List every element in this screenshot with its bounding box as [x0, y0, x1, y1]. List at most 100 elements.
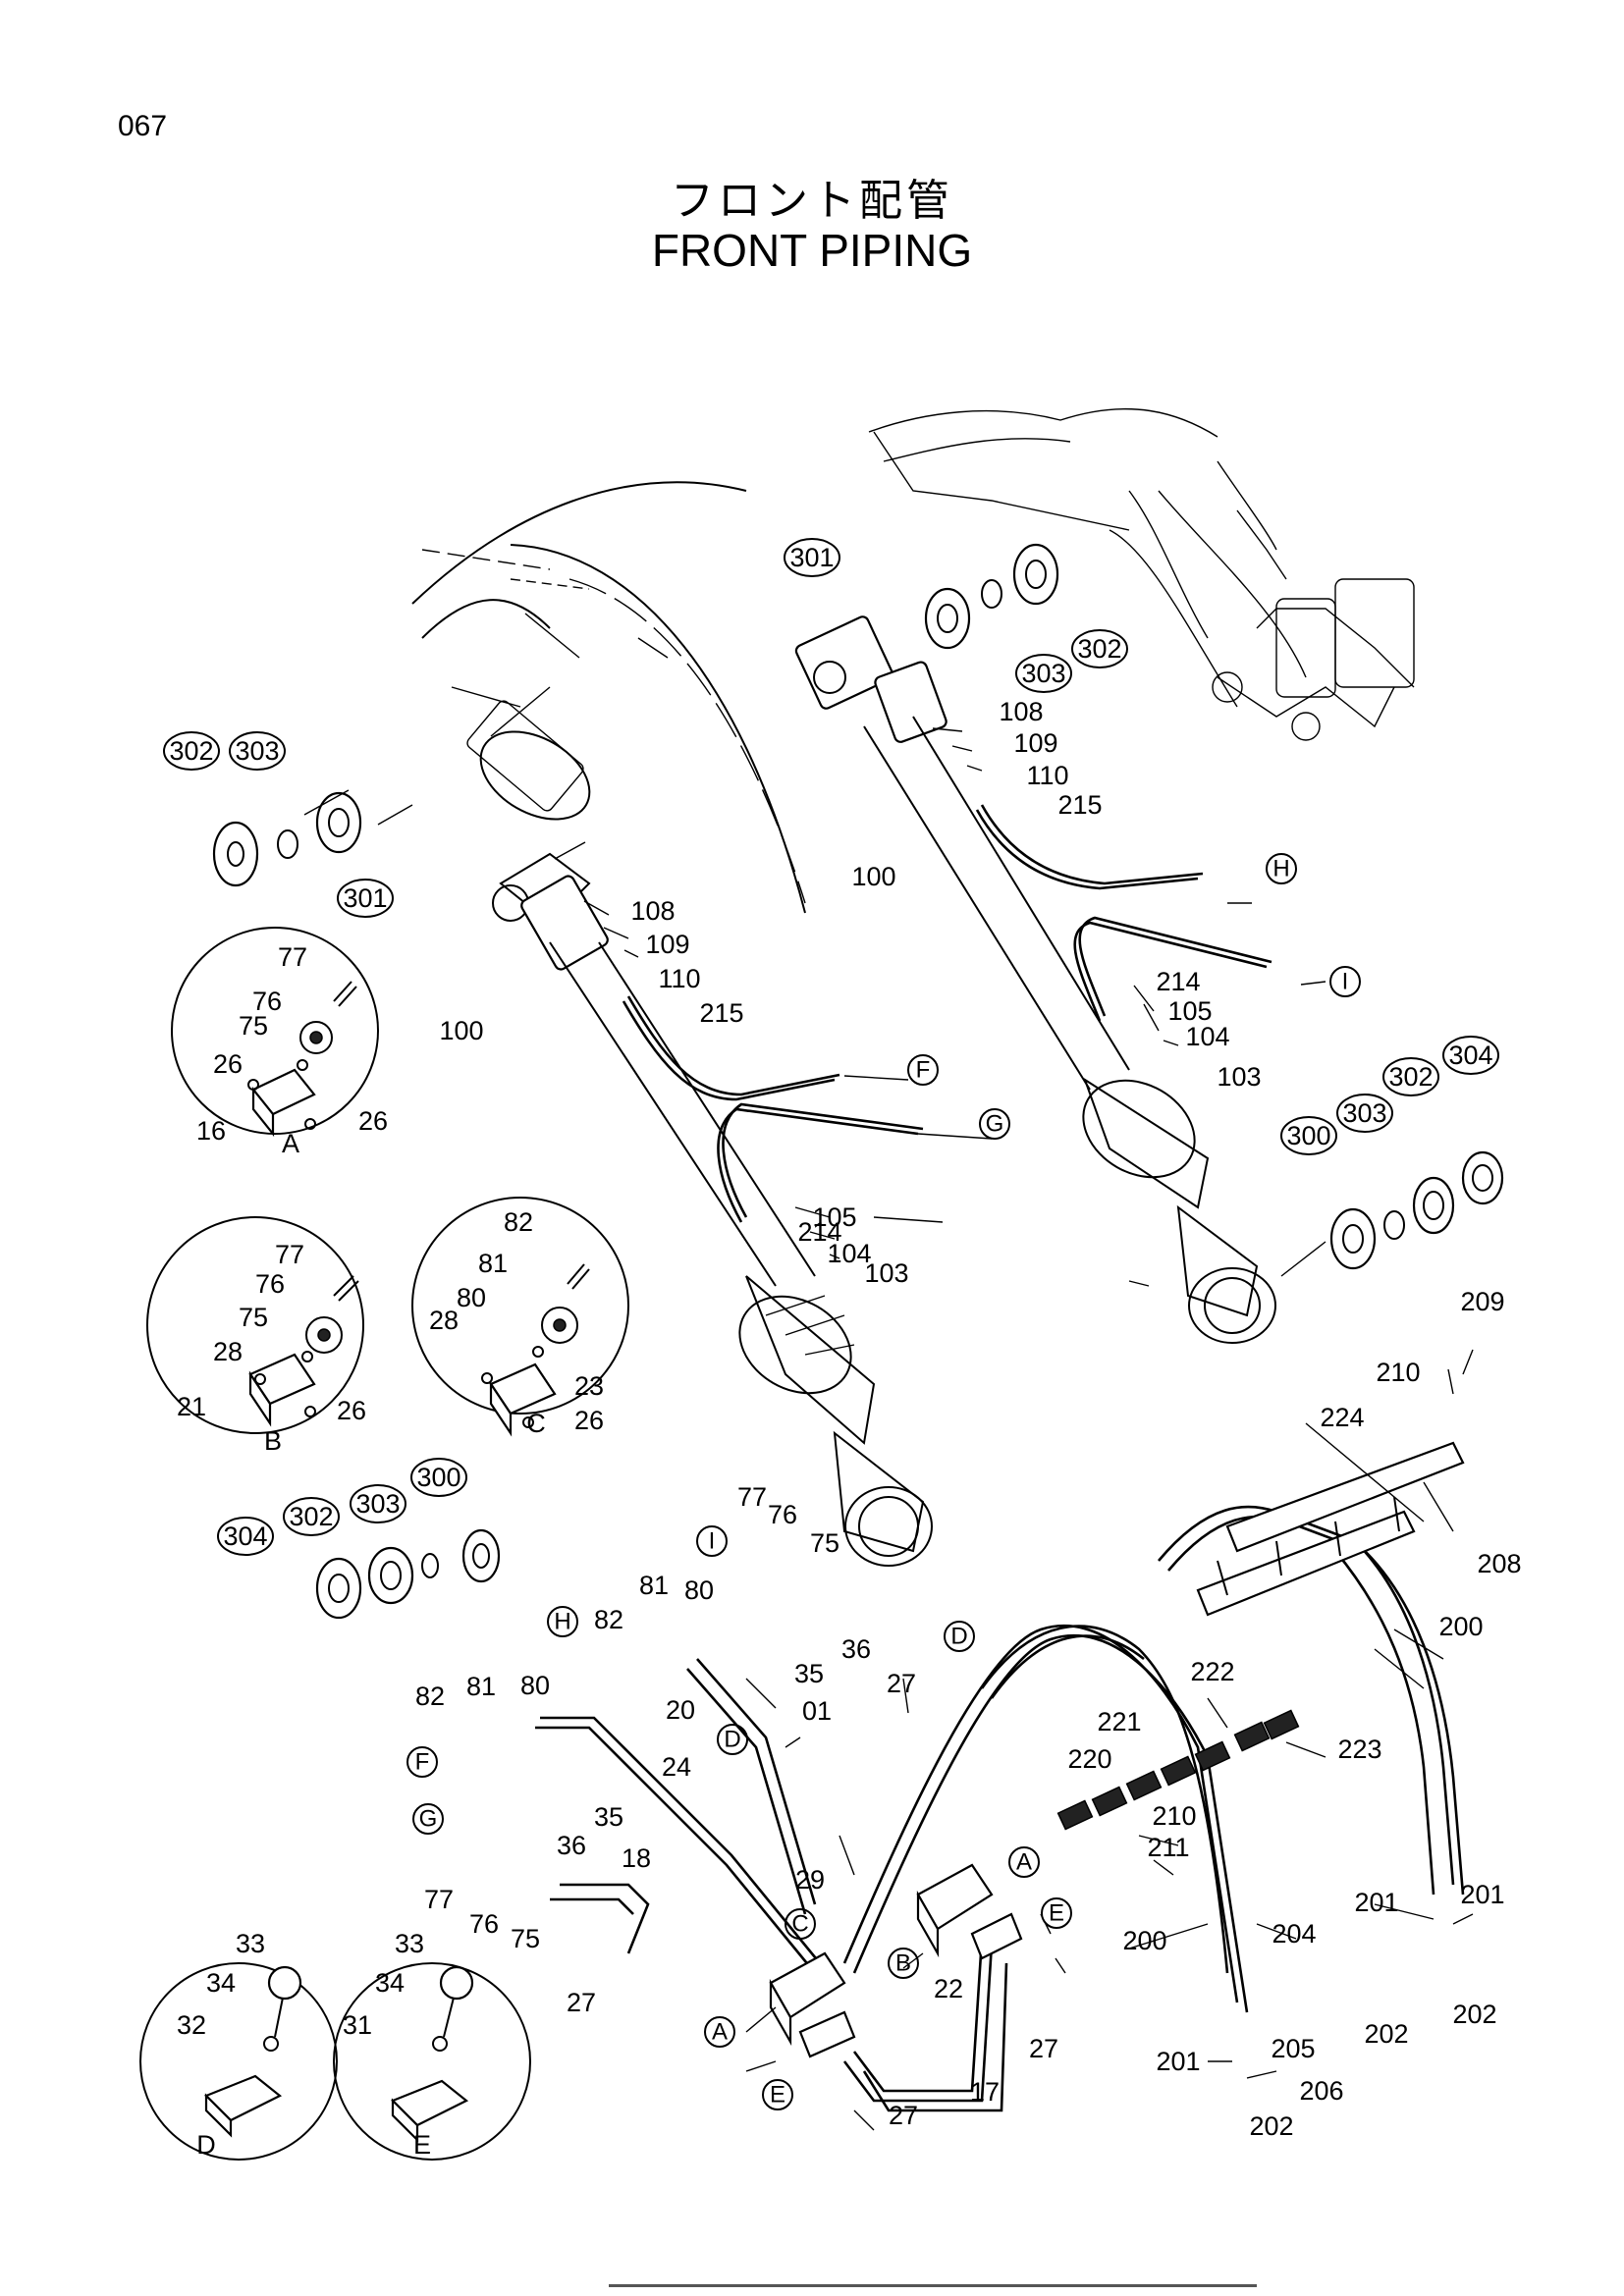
part-number-label: 82: [415, 1682, 445, 1711]
circled-part-oval: [350, 1484, 406, 1523]
part-number-label: 27: [887, 1669, 916, 1698]
part-number-label: 26: [574, 1406, 604, 1435]
circled-part-label: 302: [1388, 1062, 1433, 1092]
part-number-label: 36: [557, 1831, 586, 1860]
connection-tag-circle: [1008, 1846, 1040, 1878]
circled-part-label: 301: [343, 883, 387, 913]
circled-part-label: 300: [1286, 1121, 1330, 1150]
circled-part-oval: [410, 1458, 467, 1497]
part-number-label: 221: [1097, 1707, 1141, 1736]
part-number-label: 105: [1167, 996, 1212, 1026]
circled-part-oval: [1015, 654, 1072, 693]
part-number-label: 224: [1320, 1403, 1364, 1432]
part-number-label: 104: [827, 1239, 871, 1268]
part-number-label: 211: [1147, 1833, 1189, 1862]
part-number-label: 76: [255, 1269, 285, 1299]
part-number-labels: 1001081091102152141051041031001081091102…: [177, 697, 1522, 2141]
part-number-label: 23: [574, 1371, 604, 1401]
part-number-label: 82: [594, 1605, 623, 1634]
part-number-label: 222: [1190, 1657, 1234, 1686]
connection-tag-label: A: [1016, 1849, 1032, 1876]
circled-part-oval: [1442, 1036, 1499, 1075]
connection-tag-label: D: [950, 1624, 967, 1650]
part-number-label: 110: [1026, 761, 1068, 790]
connection-tag-label: I: [709, 1528, 716, 1555]
detail-circle-b: [146, 1216, 364, 1434]
part-number-label: 215: [1057, 790, 1102, 820]
circled-part-oval: [784, 538, 840, 577]
part-number-label: 22: [934, 1974, 963, 2003]
circled-part-label: 301: [789, 543, 834, 572]
circled-part-oval: [229, 731, 286, 771]
part-number-label: 214: [797, 1217, 841, 1247]
part-number-label: 34: [375, 1968, 405, 1998]
part-number-label: 200: [1438, 1612, 1483, 1641]
connection-tag-circle: [412, 1803, 444, 1835]
detail-view-label: B: [264, 1426, 282, 1456]
part-number-label: 103: [864, 1258, 908, 1288]
part-number-label: 202: [1249, 2111, 1293, 2141]
part-number-label: 100: [851, 862, 895, 891]
circled-part-oval: [217, 1517, 274, 1556]
page-title-english: FRONT PIPING: [651, 225, 973, 276]
connection-tag-circle: [1041, 1897, 1072, 1929]
circled-part-label: 302: [169, 736, 213, 766]
part-number-label: 200: [1122, 1926, 1166, 1955]
part-number-label: 75: [810, 1528, 839, 1558]
part-number-label: 16: [196, 1116, 226, 1146]
part-number-label: 35: [794, 1659, 824, 1688]
hose-assemblies: [622, 804, 1272, 1223]
boom-outline: [411, 481, 806, 914]
part-number-label: 75: [239, 1303, 268, 1332]
part-number-label: 220: [1067, 1744, 1111, 1774]
circled-part-label: 303: [1021, 659, 1065, 688]
circled-part-label: 303: [355, 1489, 400, 1519]
part-number-label: 28: [429, 1306, 459, 1335]
connection-tag-label: C: [791, 1911, 808, 1938]
part-number-label: 80: [457, 1283, 486, 1312]
connection-tag-circle: [704, 2016, 735, 2048]
part-number-label: 75: [511, 1924, 540, 1953]
part-number-label: 223: [1337, 1735, 1381, 1764]
footer-rule: [609, 2284, 1257, 2287]
part-number-label: 18: [622, 1843, 651, 1873]
part-number-label: 105: [812, 1202, 856, 1232]
part-number-label: 81: [466, 1672, 496, 1701]
part-number-label: 80: [684, 1575, 714, 1605]
part-number-label: 201: [1354, 1888, 1398, 1917]
circled-part-oval: [1280, 1116, 1337, 1155]
circled-part-oval: [1336, 1094, 1393, 1133]
part-number-label: 34: [206, 1968, 236, 1998]
connection-tag-circle: [888, 1948, 919, 1979]
left-boom-cylinder: [466, 700, 933, 1567]
part-number-label: 33: [236, 1929, 265, 1958]
part-number-label: 28: [213, 1337, 243, 1366]
connection-tag-circle: [944, 1621, 975, 1652]
part-number-label: 17: [970, 2077, 1000, 2107]
connection-tag-label: G: [419, 1806, 438, 1833]
part-number-label: 209: [1460, 1287, 1504, 1316]
connection-tag-circle: [1329, 966, 1361, 997]
part-number-label: 202: [1452, 2000, 1496, 2029]
clamp-assembly: [1056, 1709, 1300, 1831]
connection-tag-label: B: [895, 1950, 911, 1977]
circled-part-label: 300: [416, 1463, 460, 1492]
part-number-label: 108: [630, 896, 675, 926]
part-number-label: 77: [278, 942, 307, 972]
part-number-label: 103: [1217, 1062, 1261, 1092]
part-number-label: 27: [1029, 2034, 1058, 2063]
part-number-label: 201: [1460, 1880, 1504, 1909]
circled-part-label: 304: [223, 1522, 267, 1551]
part-number-label: 35: [594, 1802, 623, 1832]
part-number-label: 29: [795, 1865, 825, 1895]
part-number-label: 202: [1364, 2019, 1408, 2049]
part-number-label: 81: [639, 1571, 669, 1600]
part-number-label: 36: [841, 1634, 871, 1664]
part-number-label: 32: [177, 2010, 206, 2040]
connection-tag-circle: [547, 1606, 578, 1637]
connection-tag-label: E: [1049, 1900, 1064, 1927]
detail-circle-a: [171, 927, 379, 1138]
part-number-label: 01: [802, 1696, 832, 1726]
